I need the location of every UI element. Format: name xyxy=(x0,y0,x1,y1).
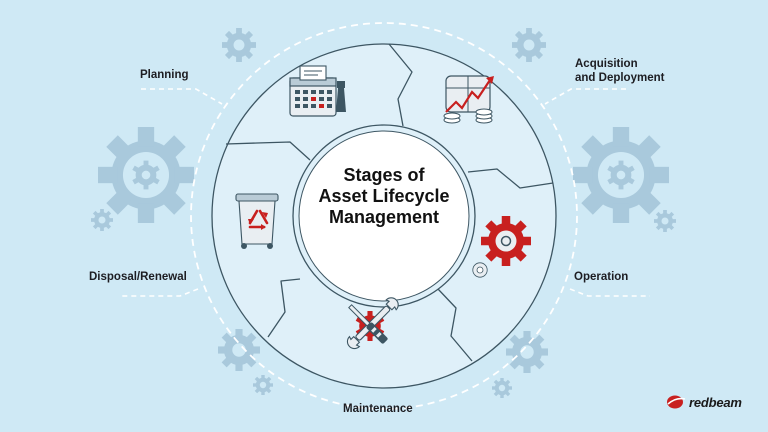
calendar-planning-icon xyxy=(289,65,346,117)
brand-logo: redbeam xyxy=(666,393,742,411)
gear-icon xyxy=(253,375,273,395)
gear-icon xyxy=(654,210,676,232)
gear-icon xyxy=(91,209,113,231)
gear-icon xyxy=(573,127,669,223)
gear-icon xyxy=(506,331,548,373)
outer-dashed-ring xyxy=(190,22,578,410)
center-circle xyxy=(298,130,470,302)
wrench-screwdriver-icon xyxy=(346,297,399,350)
gear-icon xyxy=(492,378,512,398)
growth-chart-icon xyxy=(443,75,494,124)
label-acquisition-line1: Acquisition xyxy=(575,58,638,70)
gear-icon xyxy=(222,28,256,62)
label-disposal: Disposal/Renewal xyxy=(89,271,187,283)
gear-icon xyxy=(512,28,546,62)
redbeam-logo-icon xyxy=(667,395,686,409)
label-maintenance: Maintenance xyxy=(343,403,413,415)
stage-labels: Planning Acquisition and Deployment Oper… xyxy=(89,58,665,415)
gear-icon xyxy=(218,329,260,371)
diagram-title: Stages of Asset Lifecycle Management xyxy=(300,165,468,228)
title-line: Asset Lifecycle xyxy=(318,186,450,206)
label-connectors xyxy=(120,88,650,297)
segment-dividers xyxy=(225,43,554,362)
brand-name: redbeam xyxy=(689,394,742,410)
operation-gear-icon xyxy=(472,216,531,278)
label-operation: Operation xyxy=(574,271,628,283)
recycle-bin-icon xyxy=(235,193,279,249)
gear-icon xyxy=(98,127,195,223)
label-acquisition-line2: and Deployment xyxy=(575,72,665,84)
title-line: Stages of xyxy=(343,165,425,185)
label-planning: Planning xyxy=(140,69,189,81)
title-line: Management xyxy=(328,207,440,227)
